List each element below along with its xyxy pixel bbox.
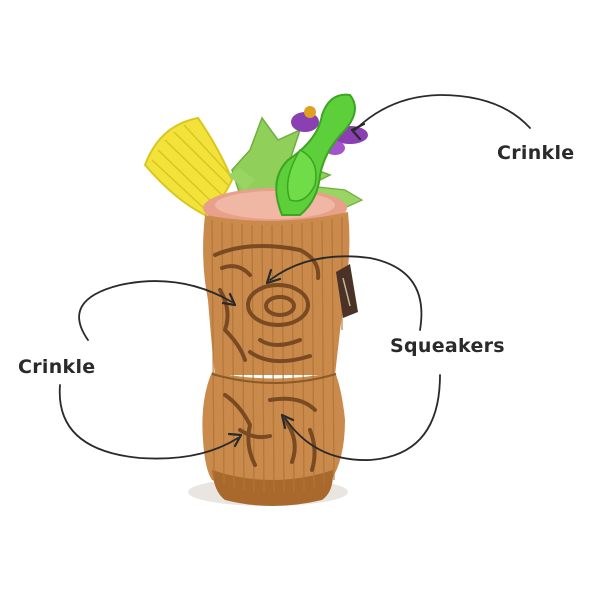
green-straw [275,93,356,216]
brand-tag [336,264,358,318]
arrowhead-squeakers-upper [265,268,282,285]
arrow-crinkle-left-lower [58,384,239,460]
crinkle-label-top: Crinkle [497,142,575,164]
tiki-toy-image [143,93,368,506]
crinkle-label-left: Crinkle [18,356,96,378]
arrowhead-crinkle-top [350,122,366,141]
tiki-carving [213,244,321,472]
arrow-squeakers-lower [284,374,441,461]
arrow-crinkle-top [354,94,531,131]
arrowhead-squeakers-lower [280,413,295,430]
arrow-squeakers-upper [269,255,423,331]
arrow-crinkle-left-upper [78,280,233,341]
tiki-body [202,212,350,506]
squeakers-label: Squeakers [390,335,505,357]
yellow-umbrella [143,116,234,217]
arrowhead-crinkle-left-lower [227,432,243,448]
arrowhead-crinkle-left-upper [221,292,237,307]
